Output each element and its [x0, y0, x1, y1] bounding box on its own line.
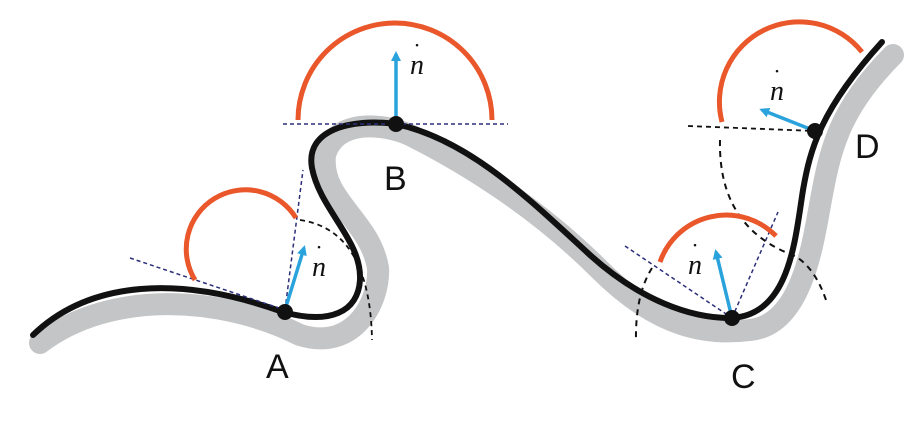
point-d-dot — [807, 123, 823, 139]
feasible-arc-c — [657, 212, 778, 263]
tangent-line-a — [129, 257, 286, 311]
normal-dot-a: ˙ — [315, 242, 323, 268]
curvature-arc-a — [299, 219, 373, 341]
point-a-dot — [277, 304, 293, 320]
normal-label-a: n — [312, 252, 326, 283]
normal-arrow-d — [759, 107, 816, 133]
tangent-line-a-2 — [284, 169, 304, 311]
normal-arrow-a — [283, 245, 307, 311]
tangent-line-c-2 — [731, 211, 779, 319]
normal-dot-b: ˙ — [413, 40, 421, 66]
point-a-label: A — [266, 348, 289, 386]
normal-label-d: n — [770, 76, 784, 107]
feasible-arc-b — [295, 20, 495, 121]
normal-label-b: n — [410, 50, 424, 81]
point-d-label: D — [855, 128, 880, 166]
tangent-line-d — [687, 125, 816, 132]
normal-dot-d: ˙ — [773, 66, 781, 92]
normal-arrow-c — [712, 249, 734, 319]
feasible-arc-a — [183, 187, 299, 282]
point-c-label: C — [731, 358, 756, 396]
point-b-dot — [388, 116, 404, 132]
curvature-arc-c — [634, 267, 653, 343]
point-b-label: B — [384, 160, 407, 198]
main-curve — [30, 39, 885, 338]
normal-dot-c: ˙ — [691, 240, 699, 266]
shadow-band — [29, 44, 904, 354]
feasible-arc-d — [716, 19, 864, 123]
tangent-line-c — [624, 245, 733, 319]
point-c-dot — [724, 310, 740, 326]
curvature-arc-d — [718, 139, 827, 301]
normal-label-c: n — [688, 250, 702, 281]
